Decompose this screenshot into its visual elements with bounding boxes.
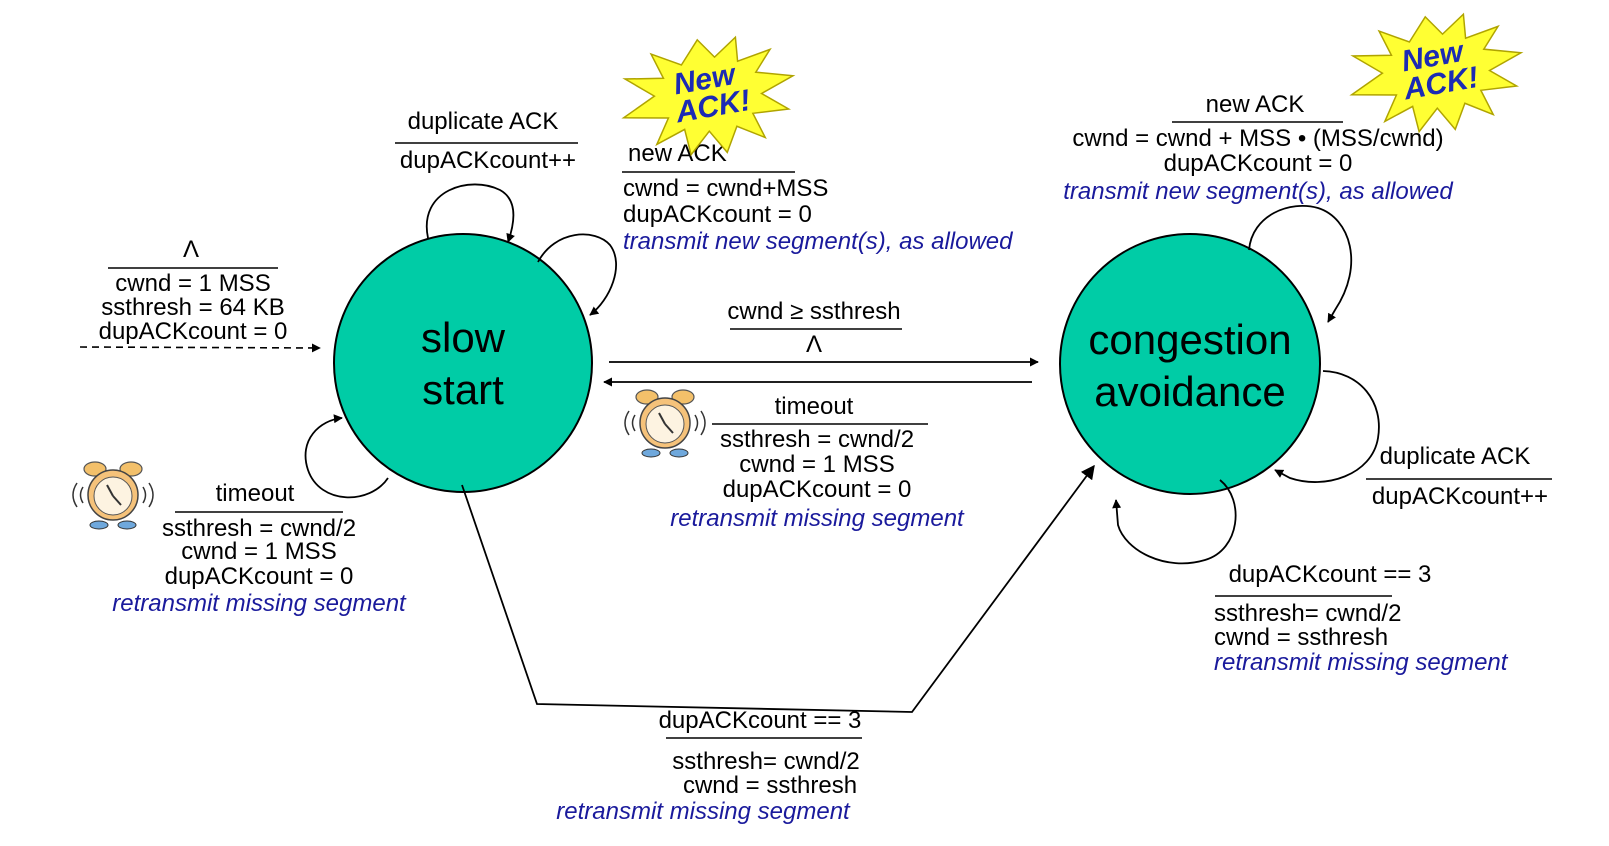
ca-timeout-action-3: dupACKcount = 0 [723, 476, 912, 503]
slow-start-label-line1: slow [421, 314, 506, 361]
ca-timeout-action-2: cwnd = 1 MSS [739, 451, 894, 478]
ca-dup-loop [1274, 370, 1380, 483]
ca-timeout-event: timeout [775, 393, 854, 420]
ss-timeout-action-3: dupACKcount = 0 [165, 563, 354, 590]
ca-dup-action: dupACKcount++ [1372, 483, 1548, 510]
ca-timeout-action-1: ssthresh = cwnd/2 [720, 426, 914, 453]
transition-ca-duplicate-ack: duplicate ACK dupACKcount++ [1274, 370, 1552, 510]
slow-start-label-line2: start [422, 366, 504, 413]
ss-to-ca-event: cwnd ≥ ssthresh [727, 298, 900, 325]
alarm-clock-icon [72, 461, 154, 530]
ss-timeout-loop [304, 414, 389, 499]
state-slow-start: slow start [333, 233, 593, 493]
ss-dup3-note: retransmit missing segment [556, 798, 851, 825]
ss-timeout-action-2: cwnd = 1 MSS [181, 538, 336, 565]
transition-ca-dup3: dupACKcount == 3 ssthresh= cwnd/2 cwnd =… [1112, 479, 1509, 676]
congestion-avoidance-label-line1: congestion [1088, 316, 1291, 363]
ss-timeout-event: timeout [216, 480, 295, 507]
initial-arrow [79, 343, 321, 353]
ss-dup3-action-2: cwnd = ssthresh [683, 772, 857, 799]
ss-new-action-2: dupACKcount = 0 [623, 201, 812, 228]
ss-timeout-action-1: ssthresh = cwnd/2 [162, 515, 356, 542]
ca-new-note: transmit new segment(s), as allowed [1063, 178, 1453, 205]
ca-dup3-event: dupACKcount == 3 [1229, 561, 1432, 588]
ss-to-ca-action: Λ [806, 331, 822, 358]
transition-ss-to-ca: cwnd ≥ ssthresh Λ [609, 298, 1039, 367]
alarm-clock-icon [624, 389, 706, 458]
ss-new-note: transmit new segment(s), as allowed [623, 228, 1013, 255]
ss-dup3-path [461, 464, 1095, 713]
state-congestion-avoidance: congestion avoidance [1059, 233, 1321, 495]
ca-dup3-action-1: ssthresh= cwnd/2 [1214, 600, 1401, 627]
ss-new-loop [537, 233, 617, 316]
transition-ss-dup3: dupACKcount == 3 ssthresh= cwnd/2 cwnd =… [461, 464, 1095, 825]
ca-new-action-2: dupACKcount = 0 [1164, 150, 1353, 177]
ca-new-loop [1248, 205, 1352, 323]
ss-dup-action: dupACKcount++ [400, 147, 576, 174]
ss-dup3-action-1: ssthresh= cwnd/2 [672, 748, 859, 775]
ca-dup3-note: retransmit missing segment [1214, 649, 1509, 676]
initial-action-1: cwnd = 1 MSS [115, 270, 270, 297]
ca-timeout-note: retransmit missing segment [670, 505, 965, 532]
transition-ss-duplicate-ack: duplicate ACK dupACKcount++ [395, 108, 578, 243]
ca-new-action-1: cwnd = cwnd + MSS • (MSS/cwnd) [1072, 125, 1443, 152]
ss-dup-loop [425, 183, 515, 243]
ss-dup-event: duplicate ACK [408, 108, 559, 135]
new-ack-burst-icon: New ACK! [1349, 12, 1524, 134]
ss-new-action-1: cwnd = cwnd+MSS [623, 175, 828, 202]
congestion-avoidance-label-line2: avoidance [1094, 368, 1285, 415]
transition-ss-timeout: timeout ssthresh = cwnd/2 cwnd = 1 MSS d… [72, 414, 407, 617]
transition-ss-new-ack: new ACK cwnd = cwnd+MSS dupACKcount = 0 … [537, 140, 1013, 316]
initial-action-3: dupACKcount = 0 [99, 318, 288, 345]
initial-event: Λ [183, 236, 199, 263]
ca-new-event: new ACK [1206, 91, 1305, 118]
congestion-avoidance-circle [1059, 233, 1321, 495]
ss-timeout-note: retransmit missing segment [112, 590, 407, 617]
slow-start-circle [333, 233, 593, 493]
ca-dup-event: duplicate ACK [1380, 443, 1531, 470]
ss-new-event: new ACK [628, 140, 727, 167]
ss-dup3-event: dupACKcount == 3 [659, 707, 862, 734]
initial-action-2: ssthresh = 64 KB [101, 294, 284, 321]
ca-dup3-action-2: cwnd = ssthresh [1214, 624, 1388, 651]
ca-dup3-loop [1112, 479, 1237, 565]
new-ack-burst-icon: New ACK! [621, 35, 796, 157]
transition-ca-new-ack: new ACK cwnd = cwnd + MSS • (MSS/cwnd) d… [1063, 91, 1453, 323]
transition-ca-timeout: timeout ssthresh = cwnd/2 cwnd = 1 MSS d… [603, 377, 1032, 532]
transition-initial: Λ cwnd = 1 MSS ssthresh = 64 KB dupACKco… [79, 236, 321, 353]
